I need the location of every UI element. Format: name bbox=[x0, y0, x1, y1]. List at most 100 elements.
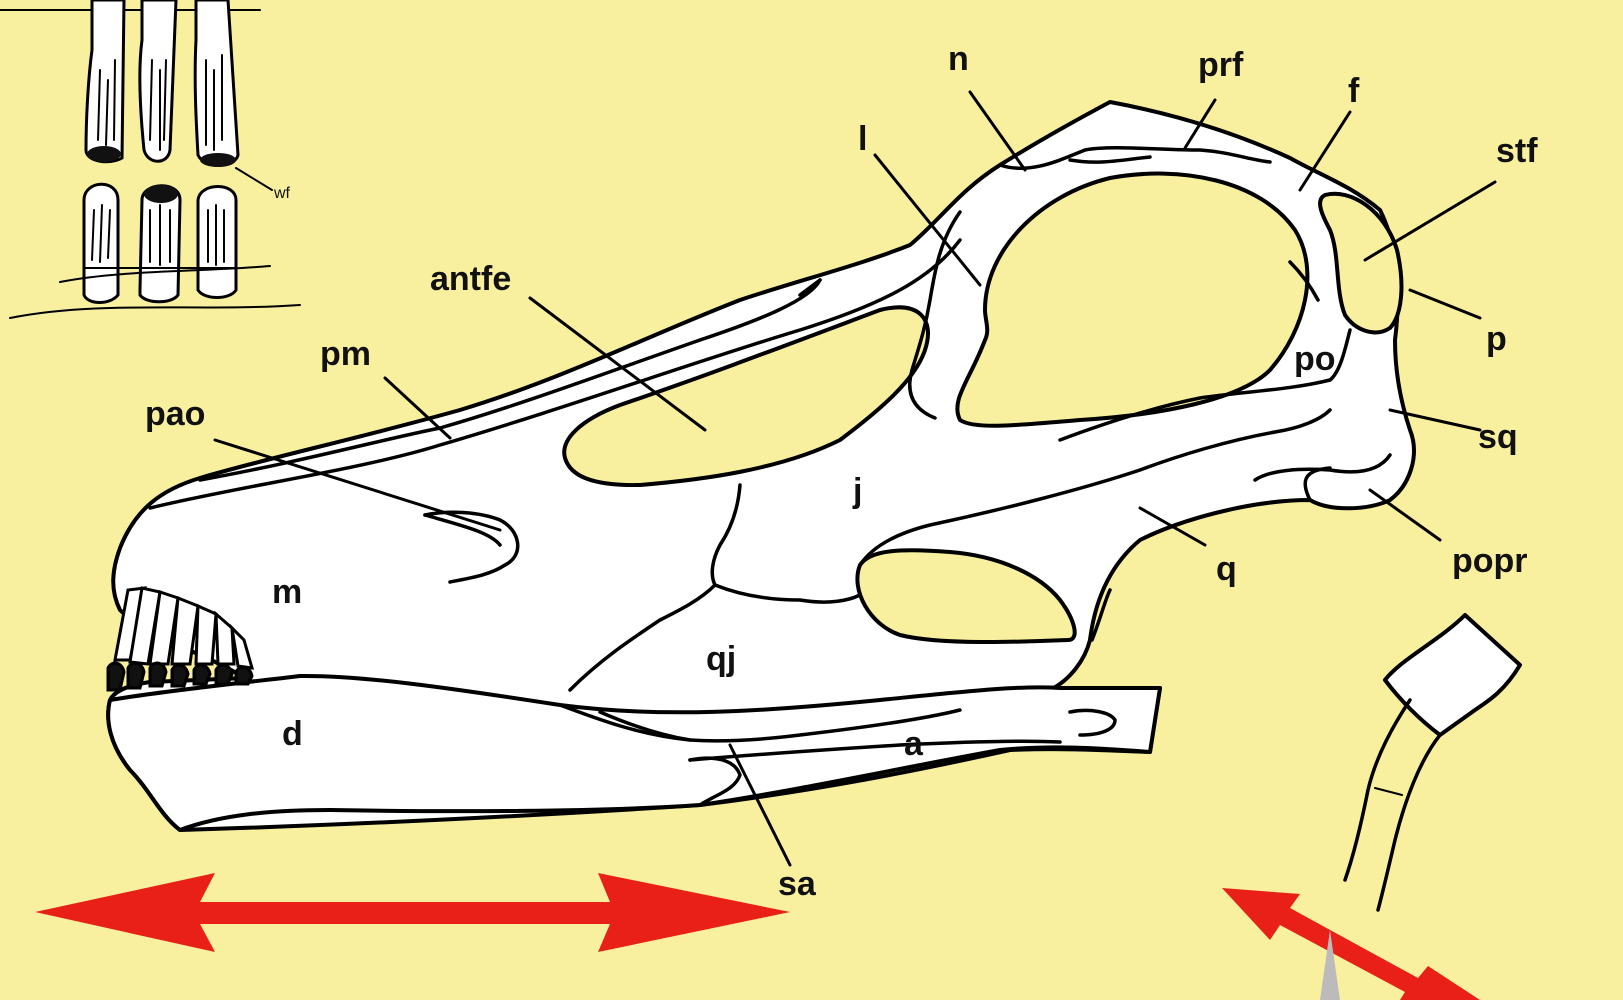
label-f: f bbox=[1348, 72, 1360, 110]
leader-lines bbox=[213, 90, 1497, 867]
quadrate-shaft bbox=[1090, 588, 1112, 642]
leader-prf bbox=[1183, 98, 1217, 150]
label-pao: pao bbox=[145, 395, 205, 433]
lower-tooth-1-striations bbox=[91, 204, 111, 263]
label-pm: pm bbox=[320, 335, 371, 373]
antorbital-fenestra bbox=[562, 305, 930, 488]
lower-tooth bbox=[126, 661, 146, 690]
leader-popr bbox=[1368, 488, 1442, 542]
upper-tooth-3-wear-facet bbox=[200, 153, 236, 167]
mandible bbox=[106, 673, 1162, 832]
label-n: n bbox=[948, 40, 969, 78]
leader-sq bbox=[1388, 408, 1482, 432]
paroccipital-edge bbox=[1303, 466, 1332, 502]
label-q: q bbox=[1216, 550, 1237, 588]
tooth-wear-shading bbox=[1320, 930, 1340, 1000]
label-m: m bbox=[272, 573, 302, 611]
orbit bbox=[955, 171, 1310, 428]
leader-l bbox=[873, 153, 982, 287]
squamosal-lower bbox=[1253, 453, 1392, 482]
leader-pao bbox=[213, 438, 502, 532]
tooth-detail bbox=[1222, 613, 1522, 1000]
upper-tooth-2 bbox=[138, 0, 178, 163]
surangular-dorsal-suture bbox=[598, 708, 962, 743]
articular-process bbox=[1068, 708, 1117, 737]
tooth-crown-detail bbox=[1383, 613, 1522, 737]
label-d: d bbox=[282, 715, 303, 753]
label-stf: stf bbox=[1496, 132, 1538, 170]
upper-tooth-3-striations bbox=[205, 54, 223, 151]
lower-tooth-row bbox=[106, 661, 254, 692]
upper-tooth bbox=[170, 595, 200, 666]
label-antfe: antfe bbox=[430, 260, 511, 298]
leader-q bbox=[1138, 506, 1207, 547]
pm-suture bbox=[148, 238, 962, 510]
label-l: l bbox=[858, 120, 867, 158]
label-j: j bbox=[852, 472, 862, 510]
wf-leader bbox=[235, 167, 273, 191]
nasal-prefrontal-suture bbox=[998, 146, 1272, 170]
supratemporal-fenestra bbox=[1318, 191, 1404, 335]
tooth-inset: wf bbox=[0, 0, 301, 319]
lower-tooth-2-wear-facet bbox=[144, 185, 178, 203]
upper-tooth-1 bbox=[84, 0, 126, 164]
tooth-root-outline-left bbox=[1343, 698, 1412, 882]
lower-gum-line bbox=[59, 265, 271, 283]
lower-tooth-2-striations bbox=[149, 204, 171, 266]
maxilla-jugal-suture bbox=[568, 483, 742, 692]
upper-tooth-1-striations bbox=[97, 59, 116, 146]
label-po: po bbox=[1294, 340, 1336, 378]
parietal-squamosal-suture bbox=[1328, 328, 1352, 382]
leader-pm bbox=[383, 376, 452, 440]
upper-tooth bbox=[229, 623, 255, 670]
label-qj: qj bbox=[706, 640, 736, 678]
lower-tooth bbox=[192, 663, 212, 686]
label-prf: prf bbox=[1198, 46, 1244, 84]
jugal-dorsal-suture bbox=[858, 408, 1332, 567]
preantorbital-inner bbox=[423, 513, 502, 547]
lacrimal-suture bbox=[908, 210, 962, 420]
lower-tooth bbox=[234, 665, 254, 686]
bone-labels: n prf f stf l antfe pm pao p po sq j m q… bbox=[145, 40, 1538, 903]
lower-tooth bbox=[106, 661, 126, 692]
leader-n bbox=[968, 90, 1027, 172]
jaw-motion-arrow bbox=[35, 873, 790, 952]
leader-sa bbox=[728, 743, 792, 867]
jugal-quadratojugal-suture bbox=[713, 583, 862, 604]
frontal-postorbital-suture bbox=[1288, 260, 1320, 302]
prefrontal-inner bbox=[1068, 155, 1152, 164]
leader-antfe bbox=[528, 296, 707, 432]
lateral-temporal-fenestra bbox=[855, 548, 1077, 645]
inset-jaw-outline bbox=[9, 304, 301, 319]
nasal-suture bbox=[198, 278, 822, 482]
label-sq: sq bbox=[1478, 418, 1518, 456]
lower-tooth-3-striations bbox=[207, 204, 225, 266]
label-a: a bbox=[904, 725, 924, 763]
upper-tooth-3 bbox=[193, 0, 240, 167]
lower-tooth bbox=[148, 661, 168, 688]
nasal-tip bbox=[798, 278, 822, 297]
dentary-posterior-suture bbox=[558, 703, 692, 742]
label-p: p bbox=[1486, 320, 1507, 358]
leader-f bbox=[1298, 110, 1352, 192]
surangular-angular-suture bbox=[688, 739, 1062, 762]
postorbital-bar-lower bbox=[1058, 378, 1332, 442]
leader-p bbox=[1408, 288, 1482, 320]
upper-tooth-1-wear-facet bbox=[87, 146, 121, 162]
tooth-root-outline-right bbox=[1376, 733, 1442, 912]
upper-tooth bbox=[214, 610, 236, 666]
label-popr: popr bbox=[1452, 542, 1528, 580]
skull bbox=[106, 100, 1416, 832]
tooth-root-band bbox=[1374, 787, 1403, 796]
lower-tooth bbox=[214, 663, 234, 686]
upper-tooth bbox=[148, 590, 180, 666]
lower-tooth bbox=[170, 663, 190, 688]
upper-tooth bbox=[128, 586, 162, 666]
tooth-wear-arrow bbox=[1222, 888, 1480, 1000]
upper-tooth-2-striations bbox=[149, 59, 167, 151]
label-sa: sa bbox=[778, 865, 817, 903]
preantorbital-opening bbox=[423, 510, 520, 584]
upper-tooth bbox=[194, 603, 218, 666]
